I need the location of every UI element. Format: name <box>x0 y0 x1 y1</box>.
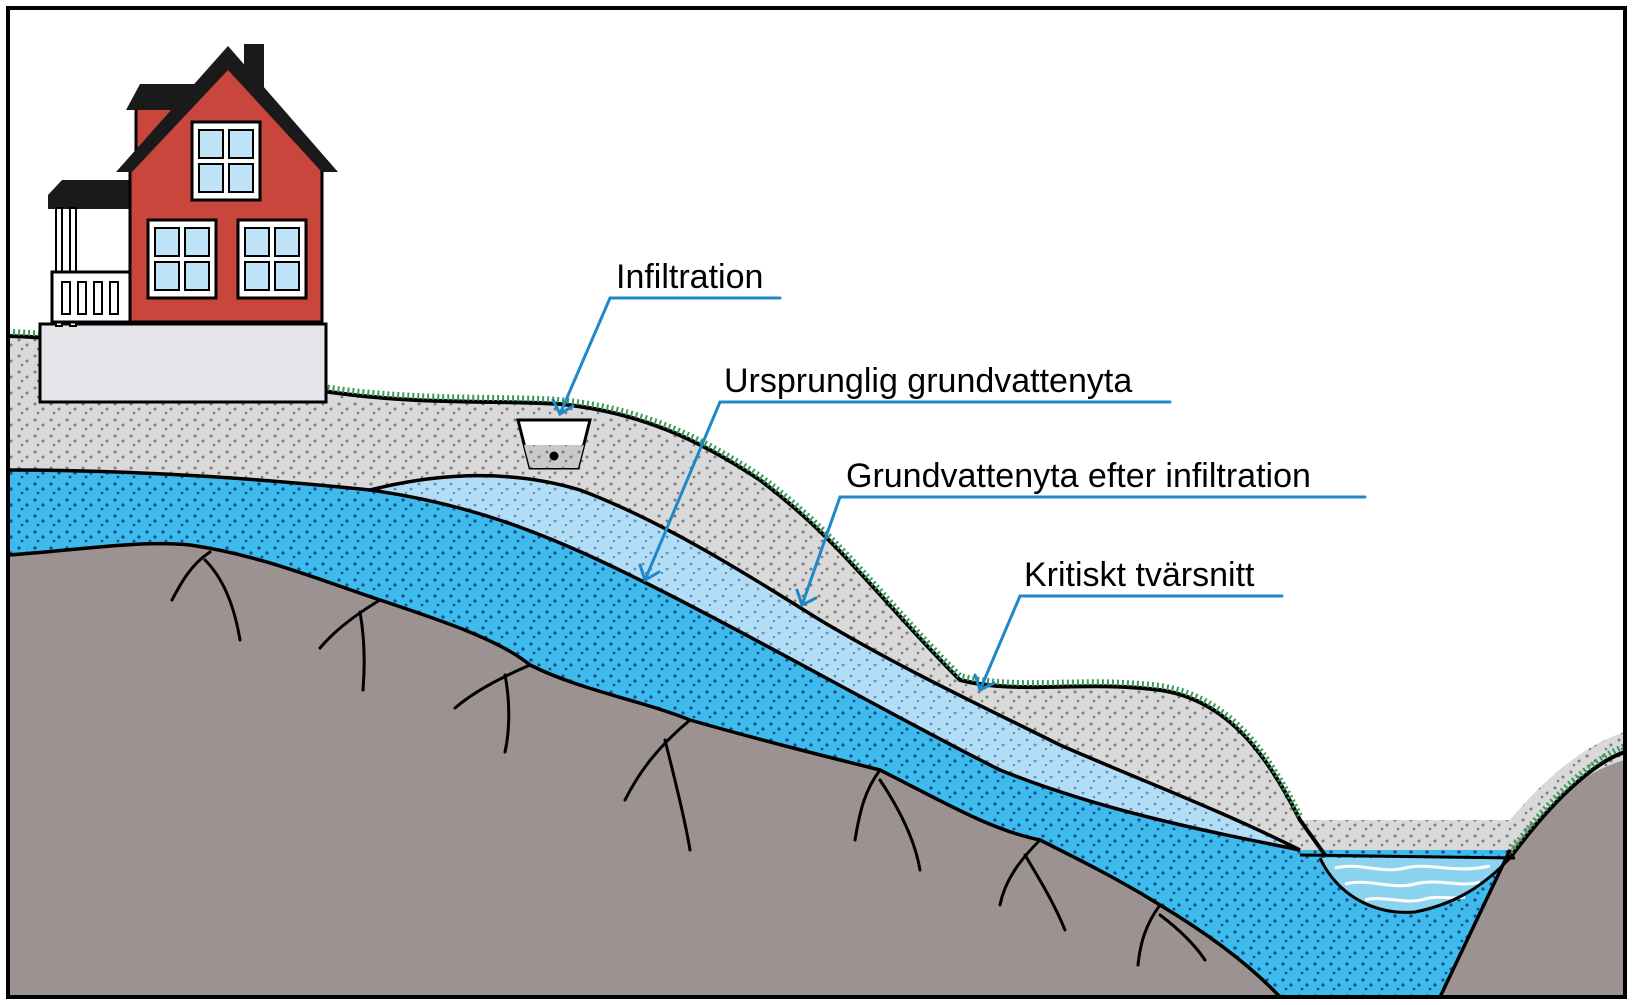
arrowhead-infiltration <box>551 398 575 417</box>
original-water-table-line <box>8 468 1301 852</box>
grass-right-bank <box>1507 743 1625 854</box>
house-window-lower-right <box>236 218 308 300</box>
house-window-upper <box>190 120 262 202</box>
house-window-lower-left <box>146 218 218 300</box>
lake-bed-line <box>1318 856 1512 914</box>
right-bank-bedrock <box>1440 760 1625 997</box>
arrowhead-water-table-after <box>795 588 818 608</box>
lake-surface-line <box>1299 853 1516 860</box>
raised-water-table-line <box>369 474 1301 852</box>
label-critical-section: Kritiskt tvärsnitt <box>1024 556 1255 594</box>
leader-original-water-table <box>643 400 1172 582</box>
infiltration-pit-icon <box>516 418 592 470</box>
raised-groundwater-texture <box>370 475 1300 850</box>
leader-infiltration <box>558 296 782 416</box>
leader-critical-section <box>978 594 1284 692</box>
house-porch <box>48 180 136 327</box>
arrowhead-original-water-table <box>638 563 661 583</box>
diagram-frame <box>6 6 1627 999</box>
grass-strip <box>8 329 1303 818</box>
label-original-water-table: Ursprunglig grundvattenyta <box>724 362 1132 400</box>
bedrock-cracks <box>170 550 1207 967</box>
label-infiltration: Infiltration <box>616 258 763 296</box>
lake-wave-1 <box>1334 864 1491 872</box>
lake-wave-2 <box>1344 880 1481 888</box>
leader-water-table-after <box>800 495 1367 607</box>
label-water-table-after: Grundvattenyta efter infiltration <box>846 457 1311 495</box>
right-bank-bedrock-line <box>1438 849 1512 997</box>
house-icon <box>38 44 338 404</box>
arrowhead-critical-section <box>973 673 996 693</box>
